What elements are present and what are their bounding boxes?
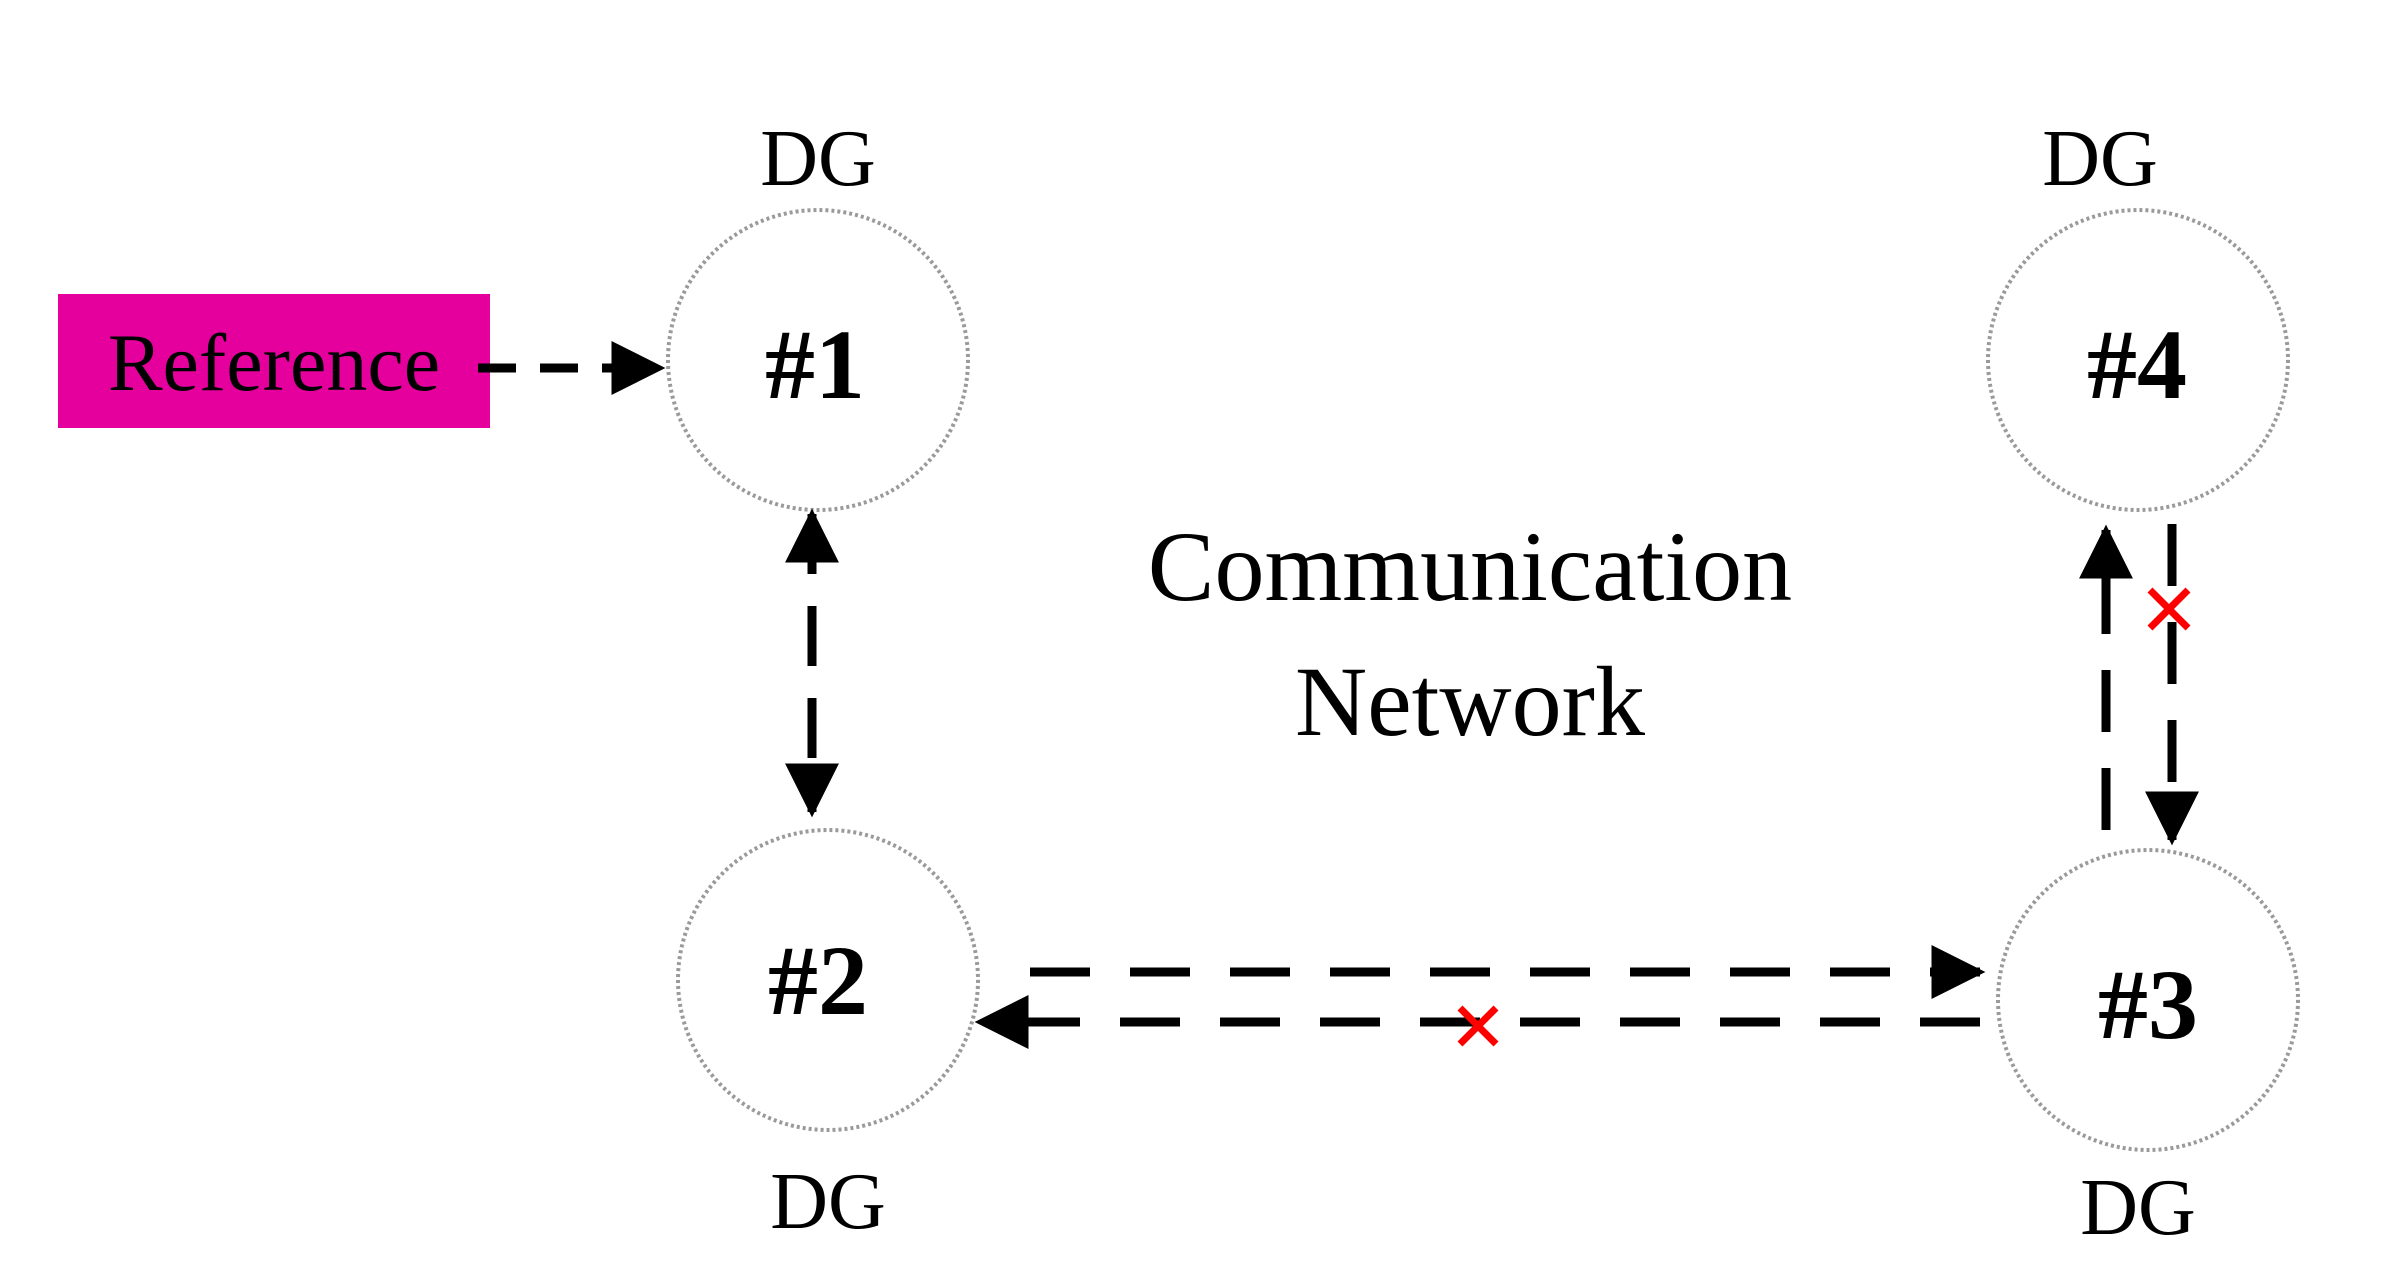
node-3-label: #3	[2098, 949, 2198, 1060]
node-4-label: #4	[2087, 309, 2187, 420]
network-label-line-1: Communication	[1148, 511, 1792, 622]
node-2-label: #2	[768, 925, 868, 1036]
node-1-label: #1	[765, 309, 865, 420]
network-label-line-2: Network	[1295, 646, 1645, 757]
node-4: #4	[1986, 208, 2290, 512]
failure-mark-3-to-2	[1457, 1005, 1499, 1047]
dg-label-node-4: DG	[2042, 115, 2158, 203]
node-3: #3	[1996, 848, 2300, 1152]
node-2-circle	[676, 828, 980, 1132]
reference-box	[58, 294, 490, 428]
node-2: #2	[676, 828, 980, 1132]
node-3-circle	[1996, 848, 2300, 1152]
reference-label: Reference	[108, 317, 440, 408]
dg-label-node-2: DG	[770, 1158, 886, 1246]
failure-mark-4-to-3	[2147, 587, 2191, 631]
dg-label-node-3: DG	[2080, 1164, 2196, 1252]
dg-label-node-1: DG	[760, 115, 876, 203]
node-1: #1	[666, 208, 970, 512]
node-4-circle	[1986, 208, 2290, 512]
